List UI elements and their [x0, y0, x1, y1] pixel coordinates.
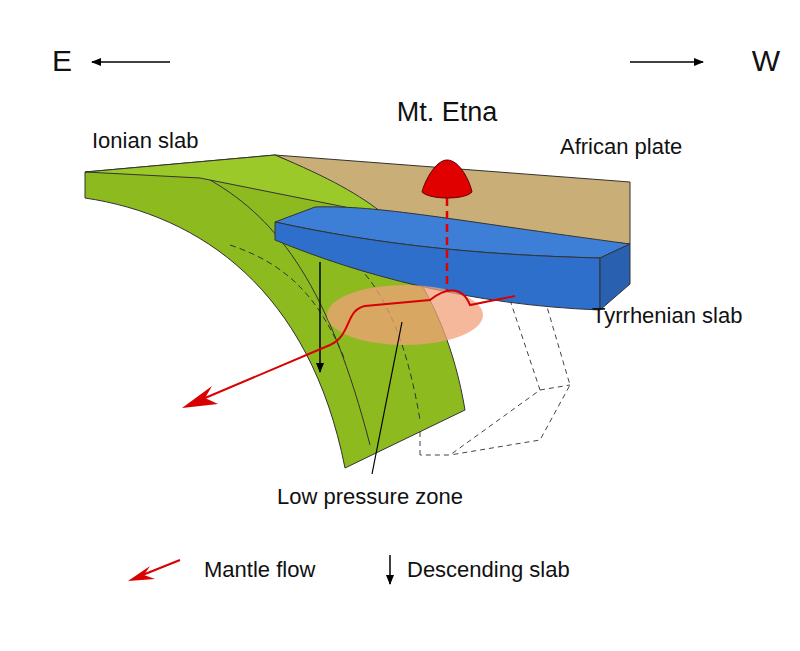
- plate-label: Ionian slab: [92, 128, 198, 153]
- volcano: [422, 160, 472, 198]
- descending-slab-arrow: [319, 262, 321, 372]
- volcano-label: Mt. Etna: [397, 97, 498, 128]
- magma-conduit: [446, 198, 449, 292]
- legend-text: Descending slab: [407, 557, 570, 582]
- direction-label: E: [52, 44, 72, 79]
- direction-label: W: [752, 44, 780, 79]
- ionian-slab-top: [85, 155, 385, 215]
- legend-mantle-flow-sample: [140, 560, 180, 576]
- plate-label: Tyrrhenian slab: [592, 303, 742, 328]
- east-arrow: [92, 61, 170, 63]
- legend-mantle-flow-head: [128, 566, 155, 581]
- tyrrhenian-slab-side: [600, 244, 630, 310]
- plate-label: African plate: [560, 134, 682, 159]
- legend-text: Mantle flow: [204, 557, 315, 582]
- mantle-flow-head: [182, 386, 218, 408]
- legend-descending-sample: [389, 555, 391, 584]
- west-arrow: [630, 61, 703, 63]
- leader-line: [372, 322, 402, 474]
- low-pressure-zone: [327, 285, 483, 345]
- zone-label: Low pressure zone: [277, 484, 463, 509]
- mantle-flow-line: [205, 290, 515, 398]
